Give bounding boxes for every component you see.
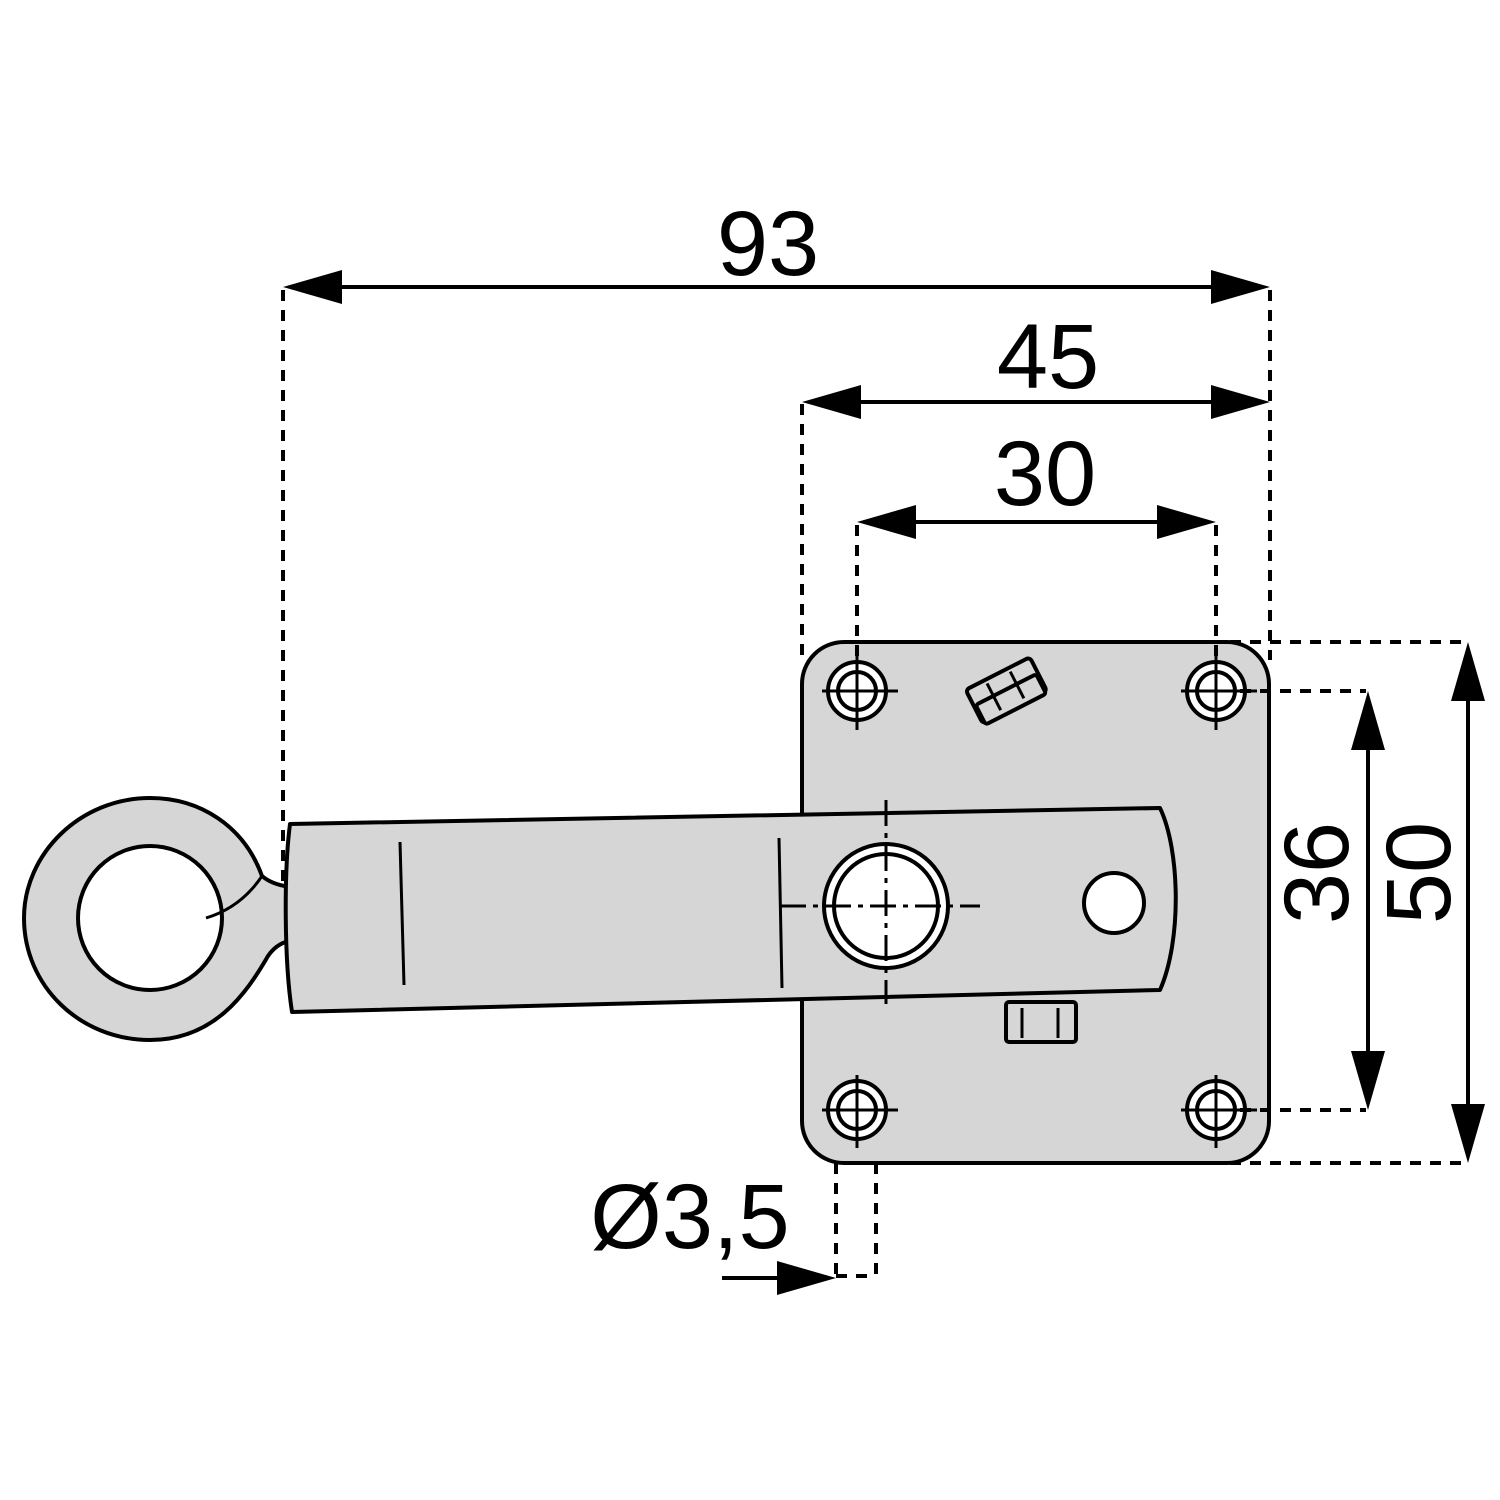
dimension-plate-width: 45 xyxy=(800,306,1270,660)
dimension-label-diameter: Ø3,5 xyxy=(590,1166,789,1268)
bar-fold-line-left xyxy=(398,841,406,986)
staple-top xyxy=(965,656,1048,726)
dimension-label-45: 45 xyxy=(997,306,1099,408)
dimension-hole-diameter: Ø3,5 xyxy=(590,1163,878,1295)
dimension-label-30: 30 xyxy=(994,423,1096,525)
screw-hole-bottom-left xyxy=(822,1075,898,1148)
screw-hole-top-right xyxy=(1181,656,1257,730)
screw-hole-bottom-right xyxy=(1181,1075,1257,1148)
dimension-hole-spacing-horizontal: 30 xyxy=(855,423,1218,660)
dimension-plate-height: 50 xyxy=(1230,640,1485,1165)
dimension-hole-spacing-vertical: 36 xyxy=(1240,689,1385,1112)
dimension-label-50: 50 xyxy=(1368,822,1470,924)
hasp-bar xyxy=(283,800,1178,1014)
dimension-label-93: 93 xyxy=(717,193,819,295)
bar-end-hole xyxy=(1082,871,1146,935)
dimension-label-36: 36 xyxy=(1266,822,1368,924)
keeper xyxy=(1004,1000,1078,1044)
hook-ring xyxy=(22,796,344,1042)
dimension-overall-length: 93 xyxy=(281,193,1272,882)
pivot-hole xyxy=(780,800,980,1004)
screw-hole-top-left xyxy=(822,656,898,730)
bar-fold-line-right xyxy=(777,837,784,989)
